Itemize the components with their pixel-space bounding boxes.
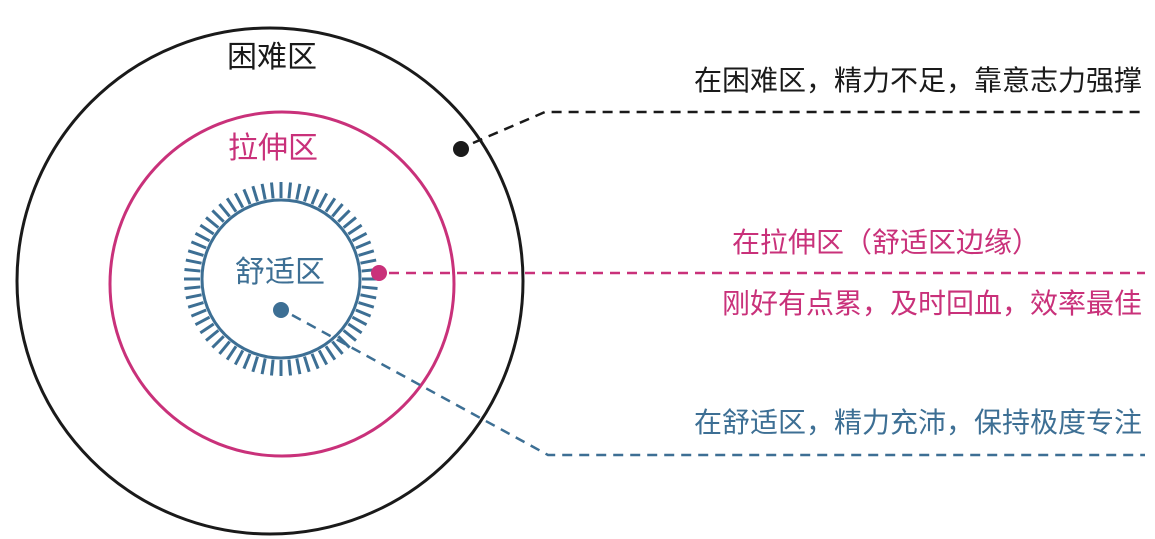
comfort-tick [190, 240, 207, 250]
comfort-tick [347, 223, 363, 236]
comfort-tick [355, 308, 372, 318]
difficult-zone-note: 在困难区，精力不足，靠意志力强撑 [694, 64, 1142, 97]
comfort-tick [185, 293, 202, 300]
difficult-zone-circle [15, 26, 525, 536]
comfort-tick [331, 340, 344, 355]
comfort-tick [269, 359, 275, 376]
comfort-tick [317, 349, 329, 366]
comfort-tick [205, 329, 220, 342]
stretch-zone-note-line1: 在拉伸区（舒适区边缘） [732, 226, 1040, 259]
comfort-tick [218, 340, 231, 355]
comfort-tick [331, 203, 344, 218]
comfort-tick [351, 231, 368, 243]
stretch-zone-label: 拉伸区 [228, 131, 318, 166]
comfort-tick [199, 223, 215, 236]
comfort-tick [242, 353, 252, 370]
comfort-tick [317, 192, 329, 209]
comfort-tick [233, 192, 245, 209]
comfort-tick [303, 356, 311, 373]
comfort-tick [303, 185, 311, 202]
comfort-tick [295, 358, 302, 375]
comfort-tick [360, 293, 377, 300]
comfort-tick [251, 356, 259, 373]
comfort-tick [337, 335, 351, 349]
comfort-tick [225, 345, 238, 361]
comfort-tick [190, 308, 207, 318]
comfort-tick [233, 349, 245, 366]
comfort-zone-label: 舒适区 [235, 255, 325, 290]
comfort-tick [251, 185, 259, 202]
comfort-tick [187, 301, 204, 309]
comfort-tick [185, 258, 202, 265]
comfort-tick [211, 335, 225, 349]
comfort-tick [324, 197, 337, 213]
comfort-tick [260, 183, 267, 200]
comfort-tick [295, 183, 302, 200]
comfort-tick [351, 315, 368, 327]
comfort-tick [205, 216, 220, 229]
comfort-tick [361, 285, 378, 291]
comfort-tick [342, 216, 357, 229]
comfort-tick [242, 188, 252, 205]
comfort-connector-line [291, 313, 1145, 457]
comfort-tick [310, 188, 320, 205]
comfort-zone-note: 在舒适区，精力充沛，保持极度专注 [694, 406, 1142, 439]
comfort-tick [199, 322, 215, 335]
comfort-tick [355, 240, 372, 250]
comfort-tick [310, 353, 320, 370]
stretch-zone-note-line2: 刚好有点累，及时回血，效率最佳 [722, 287, 1142, 320]
comfort-tick [225, 197, 238, 213]
difficult-marker-dot [453, 141, 469, 157]
comfort-tick [337, 209, 351, 223]
comfort-tick [287, 359, 293, 376]
comfort-tick [260, 358, 267, 375]
comfort-zone-circle [200, 198, 362, 360]
comfort-tick [358, 301, 375, 309]
comfort-marker-dot [273, 302, 289, 318]
comfort-tick [218, 203, 231, 218]
comfort-tick [360, 258, 377, 265]
comfort-tick [324, 345, 337, 361]
stretch-zone-circle [108, 110, 456, 458]
difficult-zone-label: 困难区 [227, 40, 317, 75]
comfort-tick [287, 182, 293, 199]
comfort-zone-ticks [184, 182, 378, 376]
comfort-tick [211, 209, 225, 223]
comfort-tick [269, 182, 275, 199]
comfort-tick [194, 231, 211, 243]
comfort-tick [184, 267, 201, 273]
comfort-tick [187, 249, 204, 257]
comfort-tick [342, 329, 357, 342]
comfort-tick [194, 315, 211, 327]
comfort-tick [358, 249, 375, 257]
comfort-tick [347, 322, 363, 335]
difficult-connector-line [472, 110, 1145, 145]
comfort-tick [184, 285, 201, 291]
stretch-marker-dot [371, 265, 387, 281]
